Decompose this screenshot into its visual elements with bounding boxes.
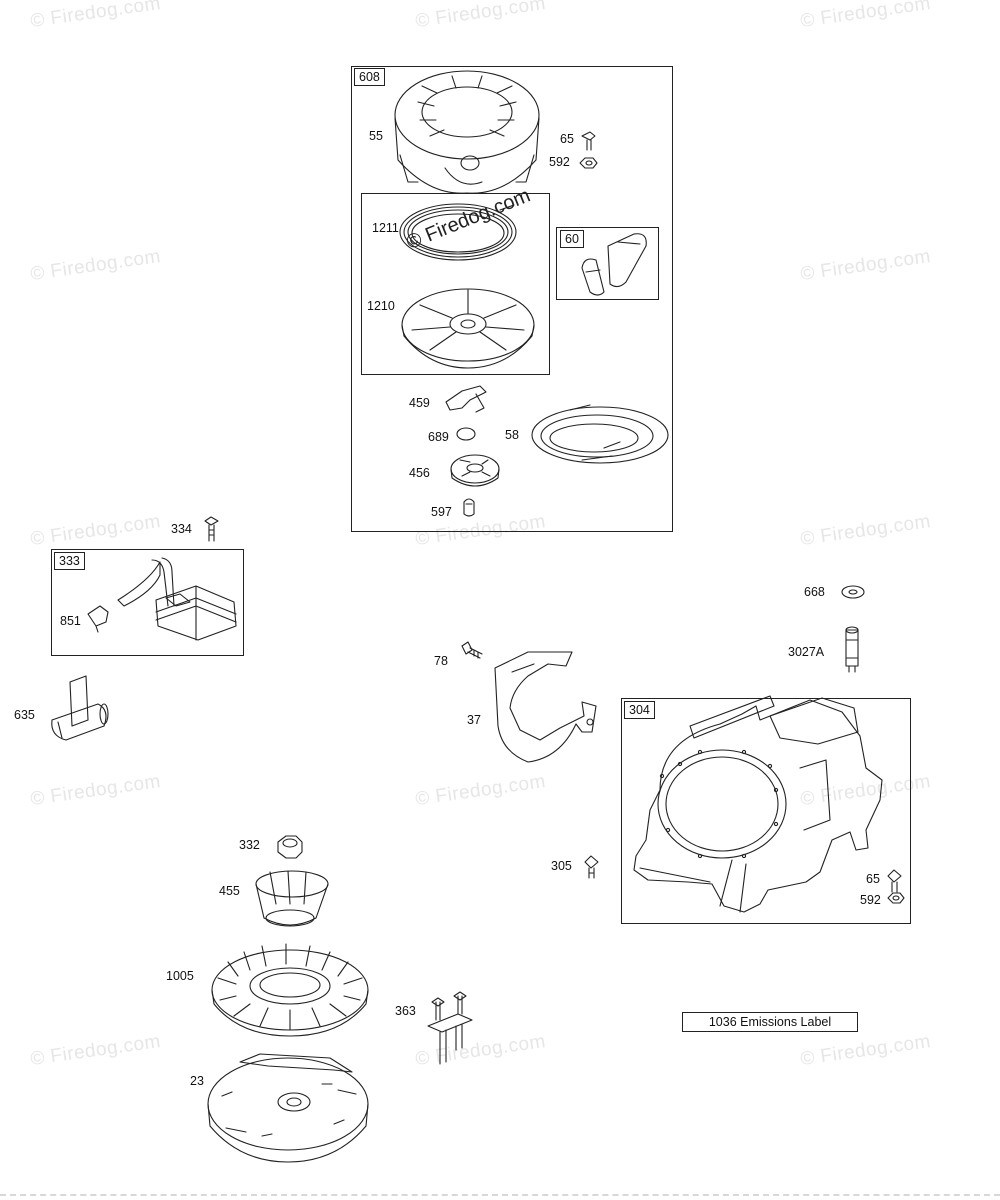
nut-part: [579, 157, 598, 169]
retainer-clip-part: [456, 427, 476, 441]
callout-304: 304: [624, 701, 655, 719]
callout-1005: 1005: [166, 969, 194, 983]
assembly-frame-304: [621, 698, 911, 924]
callout-3027a: 3027A: [788, 645, 825, 659]
callout-1210: 1210: [367, 299, 395, 313]
starter-pulley-part: [401, 288, 535, 369]
callout-668: 668: [804, 585, 825, 599]
armature-bracket-part: [427, 991, 473, 1065]
assembly-frame-333: [51, 549, 244, 656]
callout-1211: 1211: [372, 221, 399, 235]
callout-608: 608: [354, 68, 385, 86]
ignition-armature-part: [117, 557, 237, 641]
spark-plug-terminal-part: [87, 605, 109, 633]
callout-635: 635: [14, 708, 35, 722]
callout-55: 55: [369, 129, 383, 143]
callout-597: 597: [431, 505, 452, 519]
bottom-divider: [0, 1194, 1000, 1196]
callout-456: 456: [409, 466, 430, 480]
starter-rope-part: [531, 404, 669, 464]
bolt-part: [204, 516, 219, 542]
callout-333: 333: [54, 552, 85, 570]
callout-851: 851: [60, 614, 81, 628]
flywheel-fan-part: [211, 943, 369, 1037]
callout-37: 37: [467, 713, 481, 727]
rewind-cover-part: [394, 70, 540, 194]
starter-handle-part: [581, 233, 647, 296]
blower-housing-part: [633, 695, 883, 913]
starter-cup-part: [255, 870, 329, 927]
callout-78: 78: [434, 654, 448, 668]
spark-plug-boot-part: [51, 675, 109, 741]
callout-58: 58: [505, 428, 519, 442]
ratchet-part: [450, 454, 500, 487]
callout-689: 689: [428, 430, 449, 444]
washer-part: [841, 585, 865, 599]
bolt-part: [887, 869, 902, 893]
callout-60: 60: [560, 230, 584, 248]
spacer-part: [845, 626, 859, 673]
callout-23: 23: [190, 1074, 204, 1088]
nut-part: [887, 892, 905, 904]
callout-592-housing: 592: [860, 893, 881, 907]
callout-65: 65: [560, 132, 574, 146]
bolt-part: [584, 855, 599, 879]
callout-363: 363: [395, 1004, 416, 1018]
bolt-part: [581, 131, 596, 151]
pawl-part: [445, 385, 487, 413]
rewind-spring-part: [399, 203, 517, 261]
callout-334: 334: [171, 522, 192, 536]
callout-455: 455: [219, 884, 240, 898]
screw-part: [463, 498, 475, 517]
callout-332: 332: [239, 838, 260, 852]
flywheel-nut-part: [277, 835, 303, 859]
callout-305: 305: [551, 859, 572, 873]
screw-part: [461, 641, 483, 659]
flywheel-part: [207, 1053, 369, 1163]
air-guide-part: [494, 651, 597, 763]
callout-65-housing: 65: [866, 872, 880, 886]
callout-592: 592: [549, 155, 570, 169]
assembly-frame-608: [351, 66, 673, 532]
emissions-label-box: 1036 Emissions Label: [682, 1012, 858, 1032]
callout-459: 459: [409, 396, 430, 410]
assembly-frame-60: [556, 227, 659, 300]
